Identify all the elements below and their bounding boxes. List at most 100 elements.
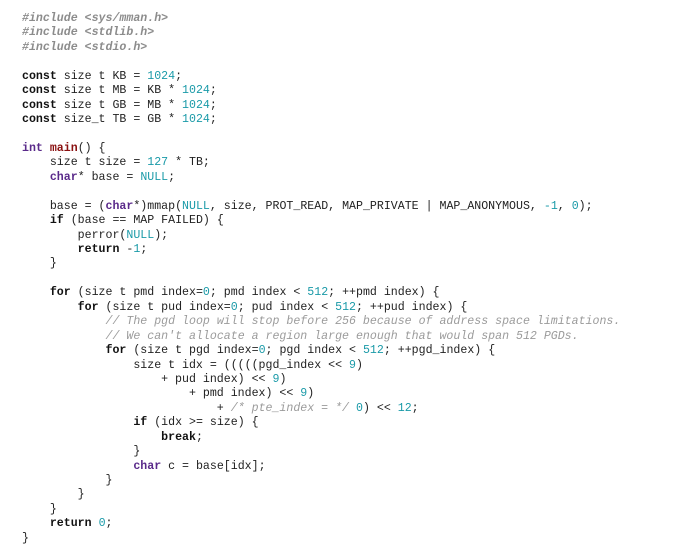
- code-text: -: [119, 243, 134, 256]
- code-text: () {: [77, 141, 106, 155]
- code-text: }: [22, 502, 57, 516]
- code-text: ;: [411, 401, 419, 415]
- code-line: size t size = 127 * TB;: [22, 156, 620, 170]
- code-comment: // We can't allocate a region large enou…: [105, 329, 579, 343]
- code-line: const size t MB = KB * 1024;: [22, 84, 620, 98]
- code-keyword: break: [161, 430, 196, 444]
- code-line: }: [22, 532, 620, 546]
- code-line: for (size t pgd index=0; pgd index < 512…: [22, 344, 620, 358]
- code-text: [22, 171, 50, 184]
- code-text: [22, 344, 106, 357]
- code-line: const size t KB = 1024;: [22, 70, 620, 84]
- code-text: ; ++pmd index) {: [328, 286, 440, 300]
- code-text: }: [22, 445, 141, 459]
- code-number: 512: [335, 300, 356, 314]
- code-text: [22, 416, 133, 429]
- code-keyword: for: [105, 344, 127, 358]
- code-text: [22, 431, 161, 444]
- code-keyword: if: [133, 416, 148, 430]
- code-text: ;: [175, 69, 183, 83]
- code-text: ; ++pgd_index) {: [383, 344, 496, 358]
- code-keyword: const: [22, 69, 57, 83]
- code-type: int: [22, 141, 43, 155]
- code-number: NULL: [140, 170, 169, 184]
- code-text: [22, 214, 50, 227]
- code-number: 1024: [182, 113, 210, 127]
- code-line: #include <stdio.h>: [22, 41, 620, 55]
- code-text: }: [22, 257, 57, 271]
- code-text: [349, 402, 356, 415]
- code-text: (size t pud index=: [98, 300, 231, 314]
- code-text: ,: [557, 199, 572, 213]
- code-number: NULL: [126, 228, 155, 242]
- code-text: ): [307, 387, 315, 401]
- code-line: + pmd index) << 9): [22, 387, 620, 401]
- code-line: for (size t pud index=0; pud index < 512…: [22, 301, 620, 315]
- code-line: return -1;: [22, 243, 620, 257]
- code-line: [22, 272, 620, 286]
- code-text: base = (: [22, 199, 106, 213]
- code-line: }: [22, 257, 620, 271]
- code-text: ;: [105, 517, 113, 531]
- code-line: size t idx = (((((pgd_index << 9): [22, 359, 620, 373]
- code-line: #include <sys/mman.h>: [22, 12, 620, 26]
- code-line: const size t GB = MB * 1024;: [22, 99, 620, 113]
- code-line: if (idx >= size) {: [22, 416, 620, 430]
- code-line: int main() {: [22, 142, 620, 156]
- code-text: ;: [195, 430, 203, 444]
- code-number: 0: [571, 199, 579, 213]
- code-text: (size t pmd index=: [70, 286, 203, 300]
- code-text: c = base[idx];: [161, 459, 266, 473]
- code-keyword: const: [22, 98, 57, 112]
- code-line: const size_t TB = GB * 1024;: [22, 113, 620, 127]
- code-number: 127: [147, 156, 169, 170]
- code-text: size t idx = (((((pgd_index <<: [22, 358, 349, 372]
- code-text: );: [578, 199, 593, 213]
- code-text: [43, 142, 50, 155]
- code-text: ; pgd index <: [265, 344, 363, 358]
- code-line: if (base == MAP FAILED) {: [22, 214, 620, 228]
- code-line: }: [22, 474, 620, 488]
- code-line: char* base = NULL;: [22, 171, 620, 185]
- code-line: }: [22, 488, 620, 502]
- code-text: [92, 517, 99, 530]
- code-text: * base =: [77, 170, 141, 184]
- code-text: , size, PROT_READ, MAP_PRIVATE | MAP_ANO…: [209, 199, 544, 213]
- code-number: 1024: [182, 84, 210, 98]
- code-type: char: [133, 459, 162, 473]
- code-text: (base == MAP FAILED) {: [63, 214, 224, 228]
- code-text: ) <<: [362, 401, 398, 415]
- code-number: 0: [230, 300, 238, 314]
- code-preprocessor: #include <sys/mman.h>: [22, 12, 169, 25]
- code-text: ; pud index <: [237, 300, 336, 314]
- code-text: ;: [209, 98, 217, 112]
- code-text: [22, 460, 133, 473]
- code-text: [22, 286, 50, 299]
- code-line: // We can't allocate a region large enou…: [22, 330, 620, 344]
- code-text: [22, 330, 106, 343]
- code-text: * TB;: [168, 156, 210, 170]
- code-text: );: [154, 228, 169, 242]
- code-number: 9: [300, 387, 308, 401]
- code-block: #include <sys/mman.h>#include <stdlib.h>…: [22, 12, 620, 546]
- code-text: perror(: [22, 228, 127, 242]
- code-text: [22, 243, 78, 256]
- code-text: ;: [168, 170, 176, 184]
- code-number: 512: [362, 344, 384, 358]
- code-text: [22, 517, 50, 530]
- code-text: + pud index) <<: [22, 372, 273, 386]
- code-line: return 0;: [22, 517, 620, 531]
- code-text: +: [22, 401, 231, 415]
- code-keyword: return: [77, 243, 120, 256]
- code-number: NULL: [182, 199, 210, 213]
- code-number: 0: [202, 286, 210, 300]
- code-number: 12: [397, 401, 412, 415]
- code-text: ): [279, 372, 287, 386]
- code-line: // The pgd loop will stop before 256 bec…: [22, 315, 621, 329]
- code-text: ;: [140, 243, 148, 256]
- code-text: ; ++pud index) {: [356, 300, 468, 314]
- code-number: 1024: [182, 98, 210, 112]
- code-number: 512: [307, 286, 329, 300]
- code-text: ;: [209, 84, 217, 98]
- code-text: }: [22, 488, 85, 502]
